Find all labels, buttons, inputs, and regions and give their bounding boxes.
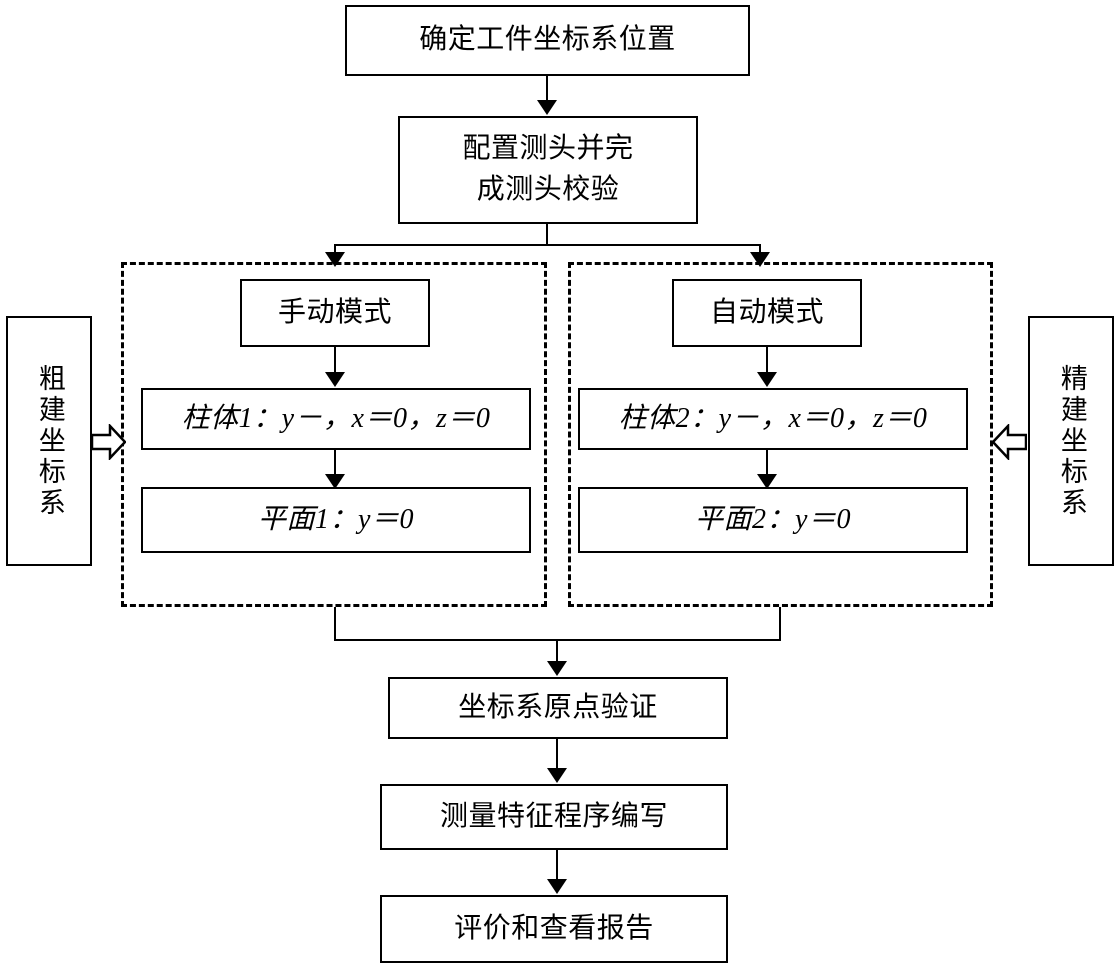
node-plane2: 平面2：y＝0: [578, 487, 968, 553]
connector-cyl2-to-plane2-arrow: [757, 474, 777, 489]
node-manual-mode: 手动模式: [240, 279, 430, 347]
connector-merge-right-riser: [779, 607, 781, 640]
node-cylinder1: 柱体1：y－，x＝0，z＝0: [141, 388, 531, 450]
connector-auto-to-cyl2-arrow: [757, 372, 777, 387]
node-determine-wcs-label: 确定工件坐标系位置: [419, 24, 676, 56]
connector-program-to-report-line: [556, 850, 558, 882]
connector-origin-to-program-line: [556, 739, 558, 771]
node-evaluate-report-label: 评价和查看报告: [454, 912, 654, 944]
connector-merge-arrow: [547, 661, 567, 676]
node-plane2-label: 平面2：y＝0: [695, 503, 851, 535]
connector-manual-to-cyl1-arrow: [325, 372, 345, 387]
connector-manual-to-cyl1-line: [334, 347, 336, 374]
node-feature-program-label: 测量特征程序编写: [439, 800, 668, 832]
connector-cyl1-to-plane1-arrow: [325, 474, 345, 489]
connector-split-stem: [546, 224, 548, 245]
node-configure-probe-label-line2: 成测头校验: [476, 174, 620, 205]
node-cylinder1-label: 柱体1：y－，x＝0，z＝0: [181, 402, 491, 434]
connector-split-right-arrow: [750, 252, 770, 267]
node-determine-wcs: 确定工件坐标系位置: [345, 5, 750, 76]
connector-split-left-drop: [334, 244, 336, 258]
connector-determine-to-configure-line: [546, 76, 548, 102]
group-auto-mode: [568, 262, 993, 607]
node-configure-probe: 配置测头并完 成测头校验: [398, 116, 698, 224]
connector-cyl2-to-plane2-line: [766, 450, 768, 477]
connector-split-bar: [334, 244, 761, 246]
block-arrow-fine-to-auto: [993, 424, 1027, 460]
node-plane1: 平面1：y＝0: [141, 487, 531, 553]
node-auto-mode: 自动模式: [672, 279, 862, 347]
node-manual-mode-label: 手动模式: [277, 296, 392, 328]
node-origin-verify-label: 坐标系原点验证: [458, 691, 658, 723]
node-configure-probe-label-line1: 配置测头并完: [462, 133, 634, 165]
node-feature-program: 测量特征程序编写: [380, 784, 728, 850]
node-cylinder2: 柱体2：y－，x＝0，z＝0: [578, 388, 968, 450]
connector-auto-to-cyl2-line: [766, 347, 768, 374]
node-origin-verify: 坐标系原点验证: [388, 677, 728, 739]
connector-origin-to-program-arrow: [547, 768, 567, 783]
node-auto-mode-label: 自动模式: [709, 296, 824, 328]
connector-cyl1-to-plane1-line: [334, 450, 336, 477]
node-cylinder2-label: 柱体2：y－，x＝0，z＝0: [618, 402, 928, 434]
node-evaluate-report: 评价和查看报告: [380, 895, 728, 963]
node-fine-build-label: 精建坐标系: [1056, 363, 1087, 519]
connector-merge-stem: [556, 639, 558, 663]
connector-determine-to-configure-arrow: [537, 100, 557, 115]
connector-program-to-report-arrow: [547, 879, 567, 894]
block-arrow-coarse-to-manual: [92, 424, 126, 460]
connector-split-left-arrow: [325, 252, 345, 267]
node-fine-build: 精建坐标系: [1028, 316, 1114, 566]
connector-merge-left-riser: [334, 607, 336, 640]
node-coarse-build-label: 粗建坐标系: [34, 363, 65, 519]
connector-split-right-drop: [759, 244, 761, 258]
node-plane1-label: 平面1：y＝0: [258, 503, 414, 535]
node-coarse-build: 粗建坐标系: [6, 316, 92, 566]
